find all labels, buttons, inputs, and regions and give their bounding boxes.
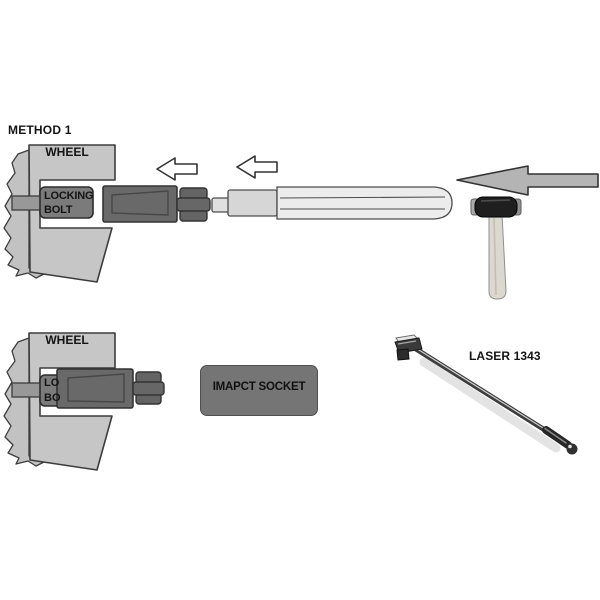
bolt-shaft bbox=[11, 382, 43, 398]
hammer bbox=[470, 196, 522, 300]
breaker-bar bbox=[394, 334, 578, 455]
extension-ridge-1 bbox=[279, 196, 446, 199]
wheel-label-bottom: WHEEL bbox=[45, 333, 89, 347]
breaker-bar-drive-stub bbox=[396, 348, 410, 361]
arrow-left-large-icon bbox=[456, 165, 599, 196]
breaker-bar-grip-highlight bbox=[544, 427, 567, 444]
wheel-cross-section-top bbox=[3, 144, 116, 283]
wheel-hub-blob bbox=[3, 149, 45, 279]
hammer-handle-highlight bbox=[493, 216, 497, 296]
extension-collar bbox=[227, 189, 278, 217]
impact-socket-bottom bbox=[56, 368, 165, 409]
wheel-bracket bbox=[28, 332, 116, 471]
socket-inner-outline bbox=[67, 373, 125, 403]
wheel-hub-blob bbox=[3, 337, 45, 467]
impact-socket-top bbox=[102, 185, 211, 223]
wheel-label-top: WHEEL bbox=[45, 145, 89, 159]
square-drive-stub bbox=[211, 197, 230, 213]
laser-tool-caption: LASER 1343 bbox=[469, 349, 541, 363]
impact-socket-caption: IMAPCT SOCKET bbox=[212, 380, 306, 393]
socket-hex-middle bbox=[132, 381, 165, 396]
locking-bolt-label-line2: BOLT bbox=[44, 204, 73, 216]
bolt-shaft bbox=[11, 195, 43, 211]
locking-bolt-top bbox=[11, 186, 94, 219]
breaker-bar-head-highlight bbox=[397, 340, 417, 345]
wheel-cross-section-bottom bbox=[3, 332, 116, 471]
hammer-handle bbox=[488, 213, 507, 300]
locking-bolt-partial-line1: LO bbox=[44, 377, 60, 389]
locking-bolt-label-partial: LO BO bbox=[44, 376, 61, 406]
breaker-bar-shaft-highlight bbox=[414, 346, 548, 432]
hammer-head-highlight bbox=[480, 199, 511, 202]
breaker-bar-grip-ball-highlight bbox=[568, 444, 572, 449]
socket-hex-middle bbox=[176, 197, 211, 212]
locking-bolt-label-line1: LOCKING bbox=[44, 190, 94, 202]
extension-bar-top bbox=[211, 186, 453, 220]
breaker-bar-grip-ball bbox=[566, 443, 578, 455]
locking-bolt-label: LOCKING BOLT bbox=[44, 189, 94, 217]
bolt-head bbox=[39, 186, 94, 219]
hammer-head bbox=[474, 196, 518, 218]
arrow-left-small-2-icon bbox=[236, 155, 278, 179]
extension-shaft bbox=[276, 186, 453, 220]
wheel-bracket bbox=[28, 144, 116, 283]
breaker-bar-shadow bbox=[419, 357, 561, 453]
method-title: METHOD 1 bbox=[8, 123, 72, 137]
socket-inner-outline bbox=[111, 190, 169, 216]
locking-bolt-partial-line2: BO bbox=[44, 392, 61, 404]
breaker-bar-shaft bbox=[413, 346, 551, 435]
arrow-left-small-1-icon bbox=[156, 157, 198, 181]
impact-socket-callout: IMAPCT SOCKET bbox=[200, 365, 318, 416]
